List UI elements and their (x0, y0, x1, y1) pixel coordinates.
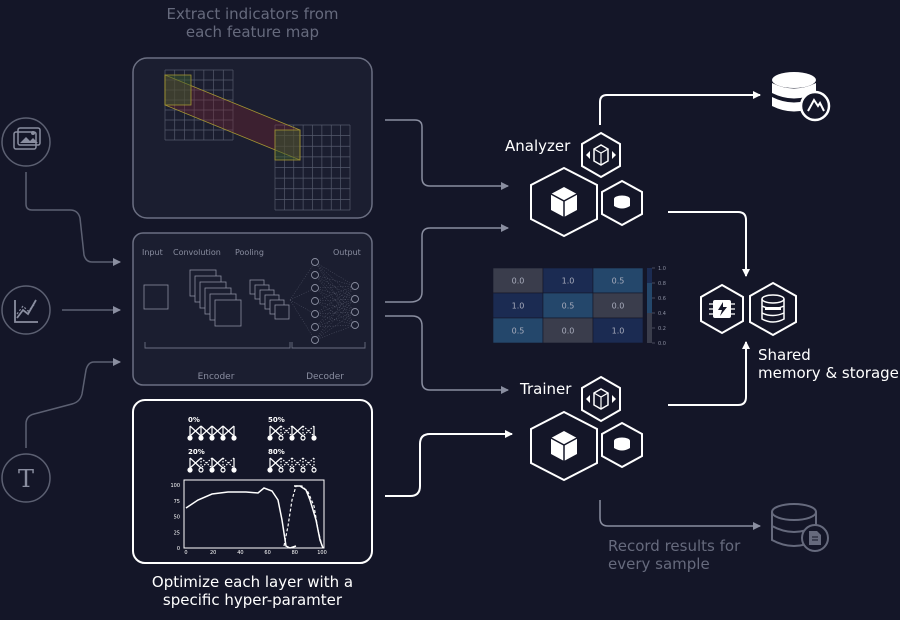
scale-segment (647, 268, 652, 283)
matrix-cell (592, 317, 644, 344)
matrix-cell-value: 0.5 (612, 277, 625, 286)
matrix-cell-value: 0.0 (562, 327, 575, 336)
scale-tick-label: 0.4 (658, 311, 666, 317)
matrix-cell-value: 0.5 (512, 327, 525, 336)
optimizer-to-trainer-arrow (385, 430, 513, 497)
similarity-matrix: 0.0 1.0 0.5 1.0 0.5 0.0 0.5 0.0 1.0 1.0 0.8 0.6 0.4… (492, 266, 666, 347)
plot-y-tick: 25 (174, 530, 180, 536)
network-convolution-label: Convolution (173, 248, 221, 257)
image-icon (1, 117, 51, 167)
text-icon: T (1, 453, 51, 503)
plot-y-tick: 100 (170, 483, 180, 489)
right-connectors (599, 91, 761, 406)
matrix-cell (492, 317, 544, 344)
matrix-cell-value: 0.0 (512, 277, 525, 286)
plot-x-tick: 100 (317, 550, 327, 556)
storage-stack-icon (749, 281, 797, 337)
trainer-hex-group (530, 375, 643, 482)
scale-segment (647, 328, 652, 343)
trainer-label: Trainer (520, 380, 572, 398)
analyzer-label: Analyzer (505, 137, 571, 155)
caption-line: memory & storage (758, 364, 899, 382)
analyzer-hex-group (530, 131, 643, 238)
matrix-cell-value: 0.5 (562, 302, 575, 311)
optimization-caption: Optimize each layer with a specific hype… (120, 573, 385, 609)
feature-extraction-caption: Extract indicators from each feature map (130, 5, 375, 41)
line-chart-icon (1, 285, 51, 335)
dropout-20-label: 20% (188, 448, 205, 456)
trainer-database-icon (601, 421, 643, 469)
plot-x-tick: 60 (264, 550, 270, 556)
dropout-80-label: 80% (268, 448, 285, 456)
input-connectors (25, 172, 121, 448)
plot-x-tick: 80 (292, 550, 298, 556)
optimization-panel: 0% 50% 20% 80% 100 75 50 25 0 0 20 40 60 80 100 (132, 399, 373, 564)
network-pooling-label: Pooling (235, 248, 264, 257)
record-results-label: Record results for every sample (608, 537, 740, 573)
encoder-label: Encoder (198, 372, 235, 382)
caption-line: Optimize each layer with a (151, 573, 354, 591)
trainer-cube-icon (530, 410, 598, 482)
results-database-icon (771, 503, 829, 552)
plot-x-tick: 40 (237, 550, 243, 556)
matrix-cell (542, 267, 594, 294)
scale-segment (647, 313, 652, 328)
scale-tick-label: 0.8 (658, 281, 666, 287)
matrix-cell-value: 1.0 (562, 277, 575, 286)
analyzer-swap-icon (581, 131, 621, 179)
matrix-cell-value: 1.0 (512, 302, 525, 311)
plot-y-tick: 75 (174, 499, 180, 505)
caption-line: each feature map (185, 23, 320, 41)
matrix-cell (492, 292, 544, 319)
plot-y-tick: 50 (174, 515, 180, 521)
plot-x-tick: 0 (184, 550, 187, 556)
scale-tick-label: 0.0 (658, 341, 666, 347)
caption-line: Extract indicators from (166, 5, 339, 23)
caption-line: Record results for (608, 537, 741, 555)
feature-map-panel (132, 57, 373, 219)
matrix-cell (492, 267, 544, 294)
matrix-cell (542, 317, 594, 344)
matrix-cell-value: 0.0 (612, 302, 625, 311)
scale-tick-label: 1.0 (658, 266, 666, 272)
caption-line: every sample (608, 555, 710, 573)
scale-segment (647, 283, 652, 298)
network-panel: Input Convolution Pooling Output Encoder… (132, 232, 373, 386)
caption-line: Shared (758, 346, 811, 364)
panel-connectors (385, 119, 509, 394)
scale-tick-label: 0.6 (658, 296, 666, 302)
analysis-database-icon (772, 72, 831, 122)
shared-memory-label: Shared memory & storage (758, 346, 899, 382)
scale-tick-label: 0.2 (658, 326, 666, 332)
analyzer-cube-icon (530, 166, 598, 238)
decoder-label: Decoder (306, 372, 344, 382)
trainer-swap-icon (581, 375, 621, 423)
dropout-50-label: 50% (268, 416, 285, 424)
dropout-0-label: 0% (188, 416, 200, 424)
matrix-cell (592, 292, 644, 319)
plot-x-tick: 20 (210, 550, 216, 556)
scale-segment (647, 298, 652, 313)
matrix-cell-value: 1.0 (612, 327, 625, 336)
network-output-label: Output (333, 248, 361, 257)
analyzer-database-icon (601, 179, 643, 227)
network-input-label: Input (142, 248, 163, 257)
record-arrow (599, 500, 761, 530)
svg-text:T: T (18, 465, 34, 493)
plot-y-tick: 0 (177, 546, 180, 552)
caption-line: specific hyper-paramter (162, 591, 343, 609)
shared-memory-group (700, 281, 797, 337)
memory-chip-icon (700, 283, 744, 335)
